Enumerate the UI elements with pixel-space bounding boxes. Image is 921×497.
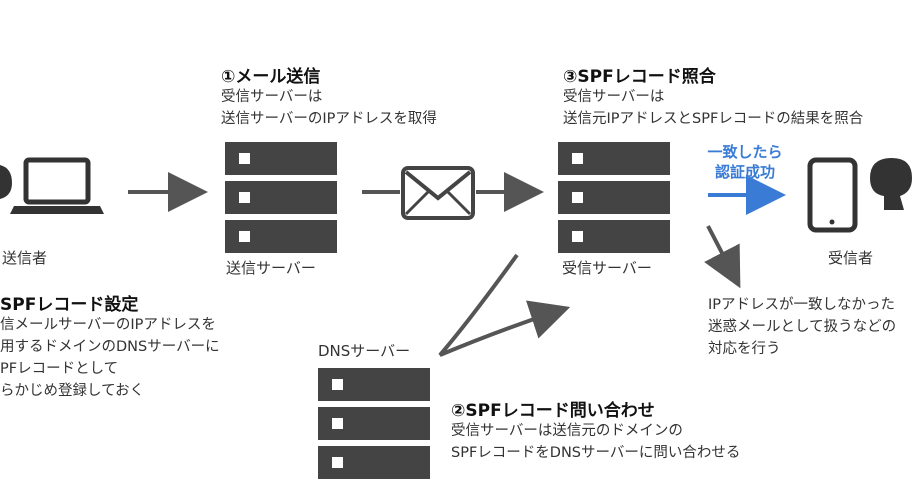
laptop-icon xyxy=(10,157,104,214)
step3-line: 受信サーバーは xyxy=(563,89,665,105)
step2-title: ②SPFレコード問い合わせ xyxy=(451,401,655,421)
sender-person-icon xyxy=(0,165,12,199)
success-text: 一致したら 認証成功 xyxy=(695,142,795,182)
arrow-dns-roundtrip xyxy=(438,253,571,357)
recv-server-icon xyxy=(558,142,670,259)
dns-server-icon xyxy=(318,368,430,485)
step0-line: PFレコードとして xyxy=(0,361,119,377)
step2-desc: 受信サーバーは送信元のドメインの SPFレコードをDNSサーバーに問い合わせる xyxy=(451,420,740,464)
send-server-icon xyxy=(225,142,337,259)
success-line: 認証成功 xyxy=(714,163,775,181)
failure-line: 対応を行う xyxy=(708,341,781,357)
step0-line: 用するドメインのDNSサーバーに xyxy=(0,339,220,355)
step0-line: 信メールサーバーのIPアドレスを xyxy=(0,317,216,333)
success-line: 一致したら xyxy=(707,143,783,161)
step0-title: SPFレコード設定 xyxy=(0,295,139,315)
step0-line: らかじめ登録しておく xyxy=(0,383,145,399)
step3-line: 送信元IPアドレスとSPFレコードの結果を照合 xyxy=(563,111,864,127)
failure-line: 迷惑メールとして扱うなどの xyxy=(708,319,897,335)
step1-desc: 受信サーバーは 送信サーバーのIPアドレスを取得 xyxy=(221,86,437,130)
step1-line: 受信サーバーは xyxy=(221,89,323,105)
step3-desc: 受信サーバーは 送信元IPアドレスとSPFレコードの結果を照合 xyxy=(563,86,863,130)
step1-line: 送信サーバーのIPアドレスを取得 xyxy=(221,111,437,127)
receiver-label: 受信者 xyxy=(828,249,874,267)
receiver-person-icon xyxy=(870,158,912,210)
step1-title: ①メール送信 xyxy=(221,67,321,87)
step2-line: 受信サーバーは送信元のドメインの xyxy=(451,423,683,439)
step0-desc: 信メールサーバーのIPアドレスを 用するドメインのDNSサーバーに PFレコード… xyxy=(0,314,220,402)
envelope-icon xyxy=(401,166,475,220)
failure-line: IPアドレスが一致しなかった xyxy=(708,297,896,313)
step3-title: ③SPFレコード照合 xyxy=(563,67,716,87)
recv-server-label: 受信サーバー xyxy=(562,259,652,277)
send-server-label: 送信サーバー xyxy=(226,259,316,277)
step2-line: SPFレコードをDNSサーバーに問い合わせる xyxy=(451,445,741,461)
tablet-icon xyxy=(807,157,858,233)
arrow-failure xyxy=(704,225,741,289)
sender-label: 送信者 xyxy=(2,249,48,267)
failure-text: IPアドレスが一致しなかった 迷惑メールとして扱うなどの 対応を行う xyxy=(708,294,896,360)
dns-server-label: DNSサーバー xyxy=(318,342,411,360)
